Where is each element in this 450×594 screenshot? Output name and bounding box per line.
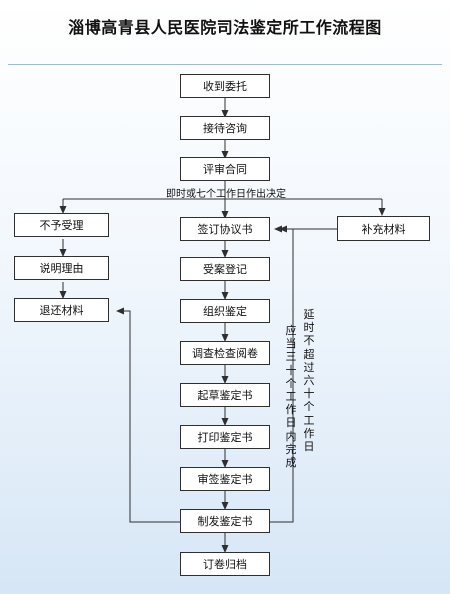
step-reception-consultation: 接待咨询 [180,116,270,140]
step-draft-report: 起草鉴定书 [180,383,270,407]
step-return-materials: 退还材料 [14,298,109,322]
note-extended-duration: 延时不超过六十个工作日 [303,308,315,454]
step-reject-case: 不予受理 [14,213,109,237]
step-archive: 订卷归档 [180,552,270,576]
step-approve-report: 审签鉴定书 [180,467,270,491]
step-review-contract: 评审合同 [180,157,270,181]
loop-issue-to-sign [268,225,294,523]
branch-decision-note: 即时或七个工作日作出决定 [166,189,286,200]
step-sign-agreement: 签订协议书 [180,217,270,241]
step-investigate-review: 调查检查阅卷 [180,341,270,365]
loop-issue-to-return [116,307,182,523]
page-title: 淄博高青县人民医院司法鉴定所工作流程图 [68,18,382,37]
step-case-registration: 受案登记 [180,257,270,281]
step-print-report: 打印鉴定书 [180,425,270,449]
note-normal-duration: 应当三十个工作日内完成 [285,324,297,470]
step-issue-report: 制发鉴定书 [180,509,270,533]
title-divider [8,64,442,65]
step-receive-commission: 收到委托 [180,74,270,98]
step-organize-appraisal: 组织鉴定 [180,299,270,323]
step-explain-reason: 说明理由 [14,256,109,280]
step-supplement-materials: 补充材料 [337,216,430,241]
